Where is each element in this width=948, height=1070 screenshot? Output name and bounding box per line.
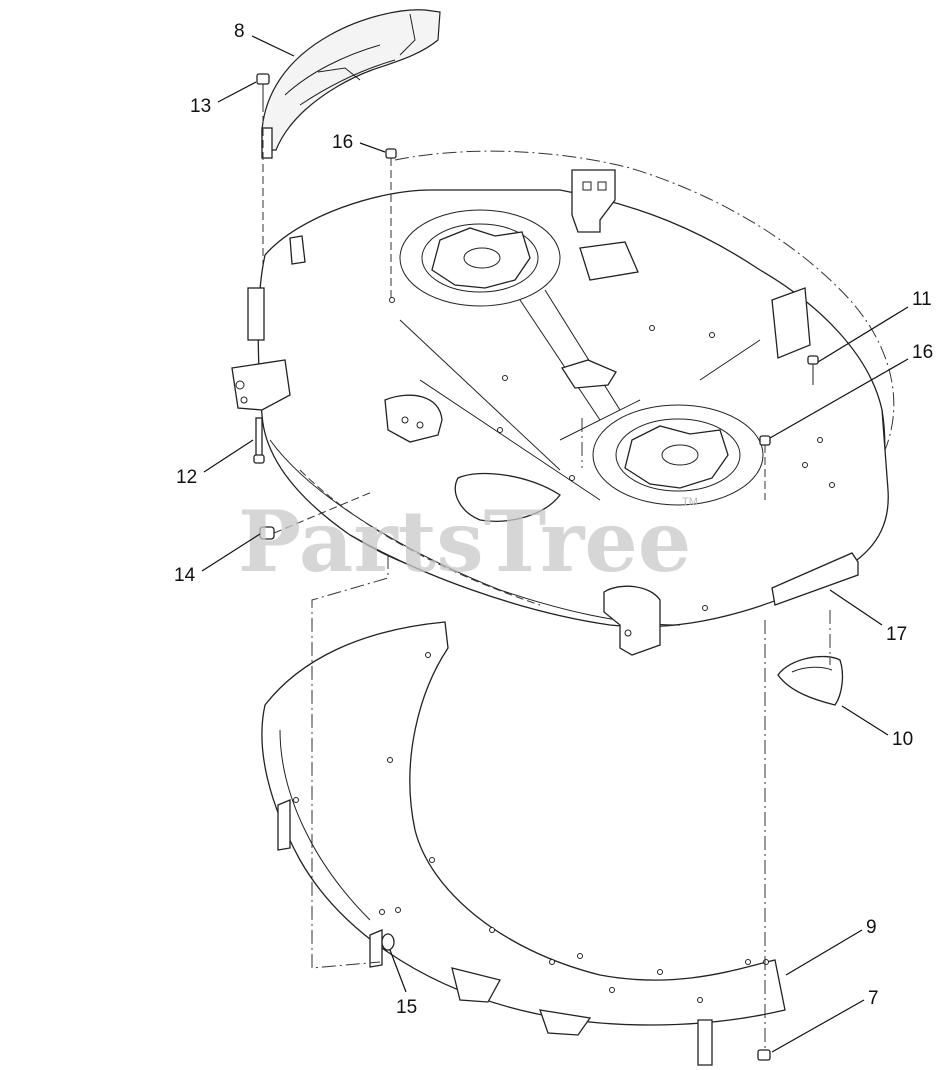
part-9-baffle-shield xyxy=(261,621,786,1066)
callout-15: 15 xyxy=(396,997,417,1018)
callout-16-right: 16 xyxy=(912,342,933,363)
callout-12: 12 xyxy=(176,467,197,488)
leader-lines xyxy=(201,35,909,1053)
callout-17: 17 xyxy=(886,624,907,645)
part-15-nut xyxy=(381,933,395,951)
part-14-bolt xyxy=(259,491,373,540)
callout-7: 7 xyxy=(868,988,879,1009)
watermark: PartsTree TM xyxy=(238,492,698,591)
assembly-lines xyxy=(311,418,831,1048)
part-17-baffle xyxy=(771,552,859,606)
part-11-bolt xyxy=(807,355,819,385)
callout-8: 8 xyxy=(234,21,245,42)
callout-10: 10 xyxy=(892,729,913,750)
callout-16-top: 16 xyxy=(332,132,353,153)
part-7-nut xyxy=(757,1049,771,1061)
callout-11: 11 xyxy=(912,289,932,310)
watermark-tm: TM xyxy=(682,496,698,508)
callout-14: 14 xyxy=(174,565,196,586)
part-8-deflector xyxy=(261,9,441,300)
part-16-bolt-top xyxy=(385,148,397,298)
part-12-pin xyxy=(253,417,265,464)
part-10-cover xyxy=(777,655,844,706)
watermark-text: PartsTree xyxy=(238,492,691,591)
callout-9: 9 xyxy=(866,917,877,938)
mower-deck-housing xyxy=(231,150,895,656)
part-13-bolt xyxy=(256,73,270,106)
part-16-bolt-right xyxy=(759,435,771,500)
callout-labels: 8 13 16 11 16 12 14 17 10 9 7 15 xyxy=(174,21,933,1018)
callout-13: 13 xyxy=(190,96,211,117)
